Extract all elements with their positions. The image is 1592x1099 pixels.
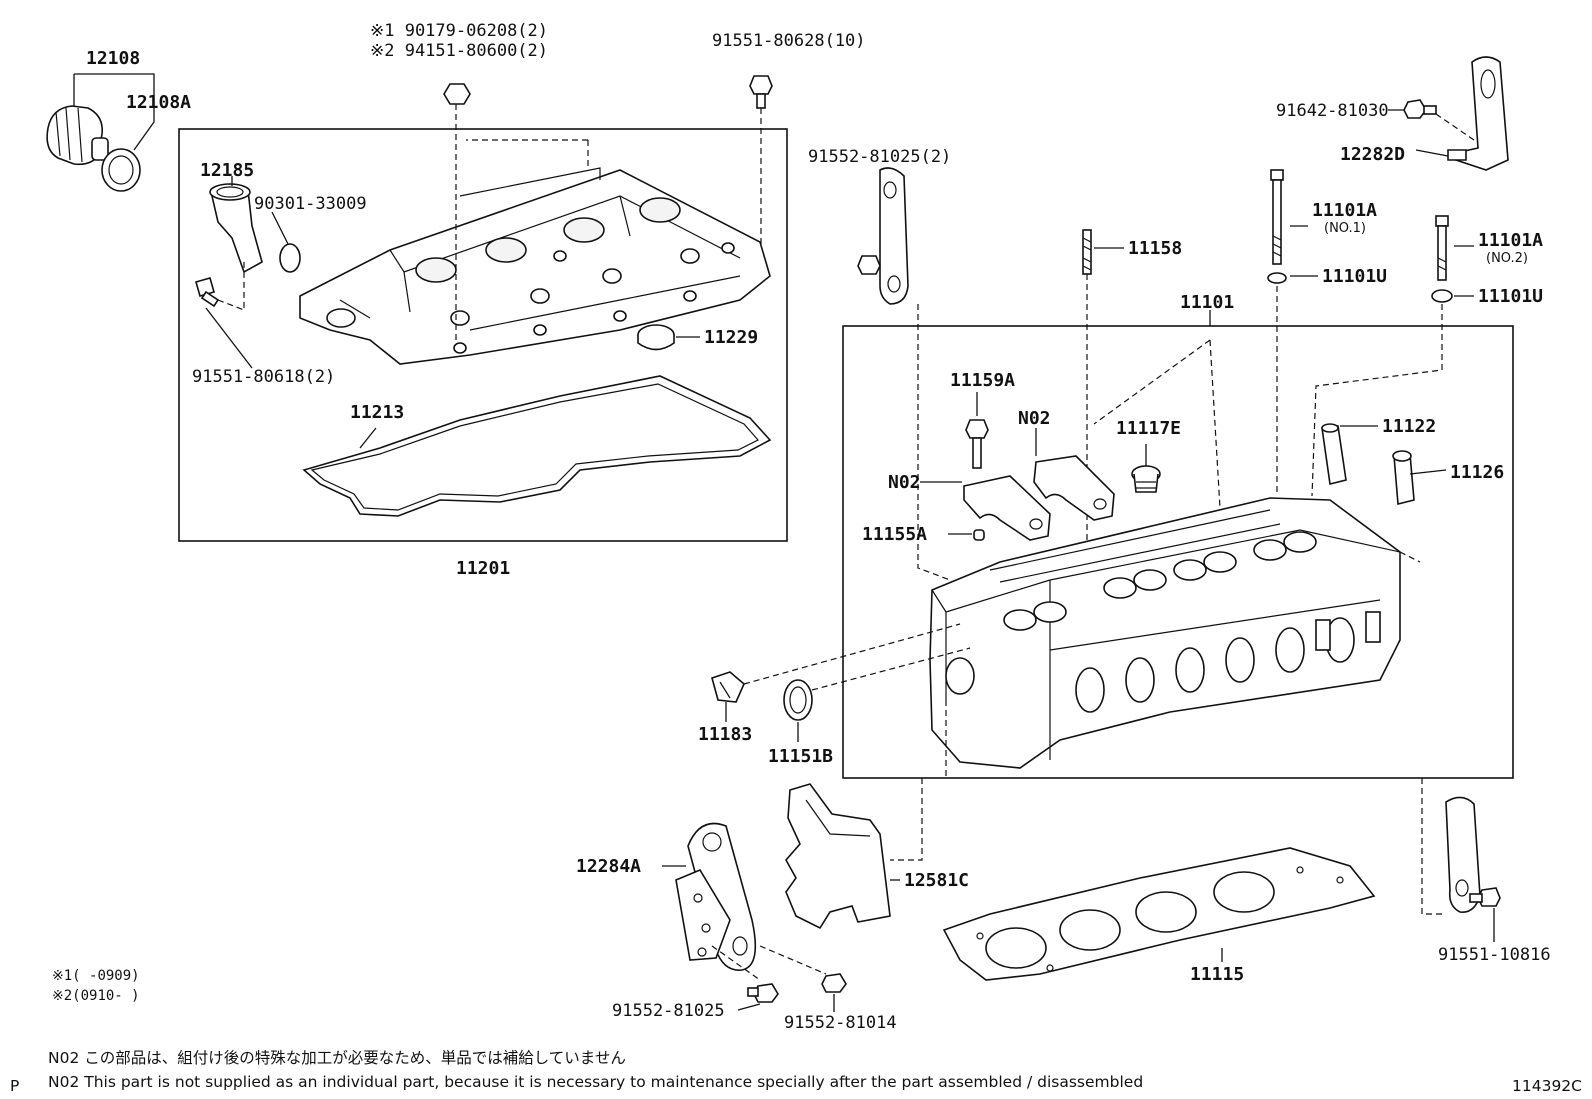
head-bolt-11101A-no2 <box>1435 215 1449 281</box>
diagram-id: 114392C <box>1512 1077 1582 1095</box>
label-11183: 11183 <box>698 724 752 745</box>
nut-90179-06208 <box>443 83 471 105</box>
bolt-91552-81014 <box>821 973 847 993</box>
stud-11158 <box>1082 229 1092 275</box>
bolt-11159A <box>965 419 989 469</box>
cylinder-head-cover-gasket-11213 <box>302 375 772 517</box>
pin-11155A <box>973 529 985 541</box>
oil-filler-gasket-12108A <box>101 148 141 192</box>
label-no2: (NO.2) <box>1486 251 1528 266</box>
label-11122: 11122 <box>1382 416 1436 437</box>
label-11117E: 11117E <box>1116 418 1181 439</box>
label-11101: 11101 <box>1180 292 1234 313</box>
label-11158: 11158 <box>1128 238 1182 259</box>
label-12581C: 12581C <box>904 870 969 891</box>
cylinder-head-cover-box <box>178 128 788 542</box>
label-91552-81025: 91552-81025 <box>612 1001 725 1021</box>
washer-11101U-2 <box>1431 289 1453 303</box>
bolt-91552-81025-upper <box>857 255 881 275</box>
label-11115: 11115 <box>1190 964 1244 985</box>
label-11101A-no1: 11101A <box>1312 200 1377 221</box>
label-12185: 12185 <box>200 160 254 181</box>
label-n02-a: N02 <box>888 472 921 493</box>
label-91552-81025-2: 91552-81025(2) <box>808 147 951 167</box>
head-bolt-11101A-no1 <box>1270 169 1284 265</box>
label-11101A-no2: 11101A <box>1478 230 1543 251</box>
label-12282D: 12282D <box>1340 144 1405 165</box>
label-12108: 12108 <box>86 48 140 69</box>
oil-filler-tube-12185 <box>209 183 263 274</box>
label-11101U-1: 11101U <box>1322 266 1387 287</box>
cylinder-head-11101 <box>929 497 1401 769</box>
label-11126: 11126 <box>1450 462 1504 483</box>
valve-guide-11126 <box>1392 450 1415 506</box>
cylinder-head-gasket-11115 <box>942 847 1376 981</box>
bracket-12282D <box>1447 56 1509 171</box>
label-11159A: 11159A <box>950 370 1015 391</box>
engine-hanger-bracket-upper <box>879 167 909 305</box>
label-91551-10816: 91551-10816 <box>1438 945 1551 965</box>
camshaft-bearing-cap-n02-a <box>963 475 1051 541</box>
note-english: N02 This part is not supplied as an indi… <box>48 1073 1143 1091</box>
bolt-91642-81030 <box>1403 99 1437 119</box>
note-japanese: N02 この部品は、組付け後の特殊な加工が必要なため、単品では補給していません <box>48 1049 626 1067</box>
label-94151-80600: ※2 94151-80600(2) <box>370 41 548 61</box>
label-11201: 11201 <box>456 558 510 579</box>
corner-letter: P <box>10 1077 19 1095</box>
plug-11117E <box>1131 465 1161 493</box>
label-90301-33009: 90301-33009 <box>254 194 367 214</box>
label-12284A: 12284A <box>576 856 641 877</box>
engine-hanger-12284A <box>675 822 757 971</box>
bolt-91552-81025 <box>747 983 779 1003</box>
label-91551-80628: 91551-80628(10) <box>712 31 866 51</box>
label-11151B: 11151B <box>768 746 833 767</box>
label-91551-80618: 91551-80618(2) <box>192 367 335 387</box>
engine-hanger-bracket-right <box>1445 796 1481 913</box>
label-91642-81030: 91642-81030 <box>1276 101 1389 121</box>
label-91552-81014: 91552-81014 <box>784 1013 897 1033</box>
label-no1: (NO.1) <box>1324 221 1366 236</box>
washer-11101U-1 <box>1267 272 1287 284</box>
footnote-mark1: ※1( -0909) <box>52 968 140 984</box>
label-11213: 11213 <box>350 402 404 423</box>
o-ring-90301 <box>279 243 301 273</box>
valve-guide-11122 <box>1321 423 1347 485</box>
plug-11183 <box>711 671 745 703</box>
label-n02-b: N02 <box>1018 408 1051 429</box>
seal-11229 <box>637 324 675 351</box>
cylinder-head-box <box>842 325 1514 779</box>
label-12108A: 12108A <box>126 92 191 113</box>
bolt-91551-10816 <box>1469 887 1501 907</box>
cover-12581C <box>785 783 891 930</box>
camshaft-bearing-cap-n02-b <box>1033 455 1115 521</box>
oil-filler-cap-12108 <box>46 105 109 166</box>
oil-seal-11151B <box>783 679 813 721</box>
cylinder-head-cover <box>299 167 771 365</box>
label-11155A: 11155A <box>862 524 927 545</box>
footnote-mark2: ※2(0910- ) <box>52 988 140 1004</box>
bolt-91551-80618 <box>195 277 220 308</box>
bolt-91551-80628 <box>749 75 773 109</box>
label-90179-06208: ※1 90179-06208(2) <box>370 21 548 41</box>
label-11229: 11229 <box>704 327 758 348</box>
label-11101U-2: 11101U <box>1478 286 1543 307</box>
